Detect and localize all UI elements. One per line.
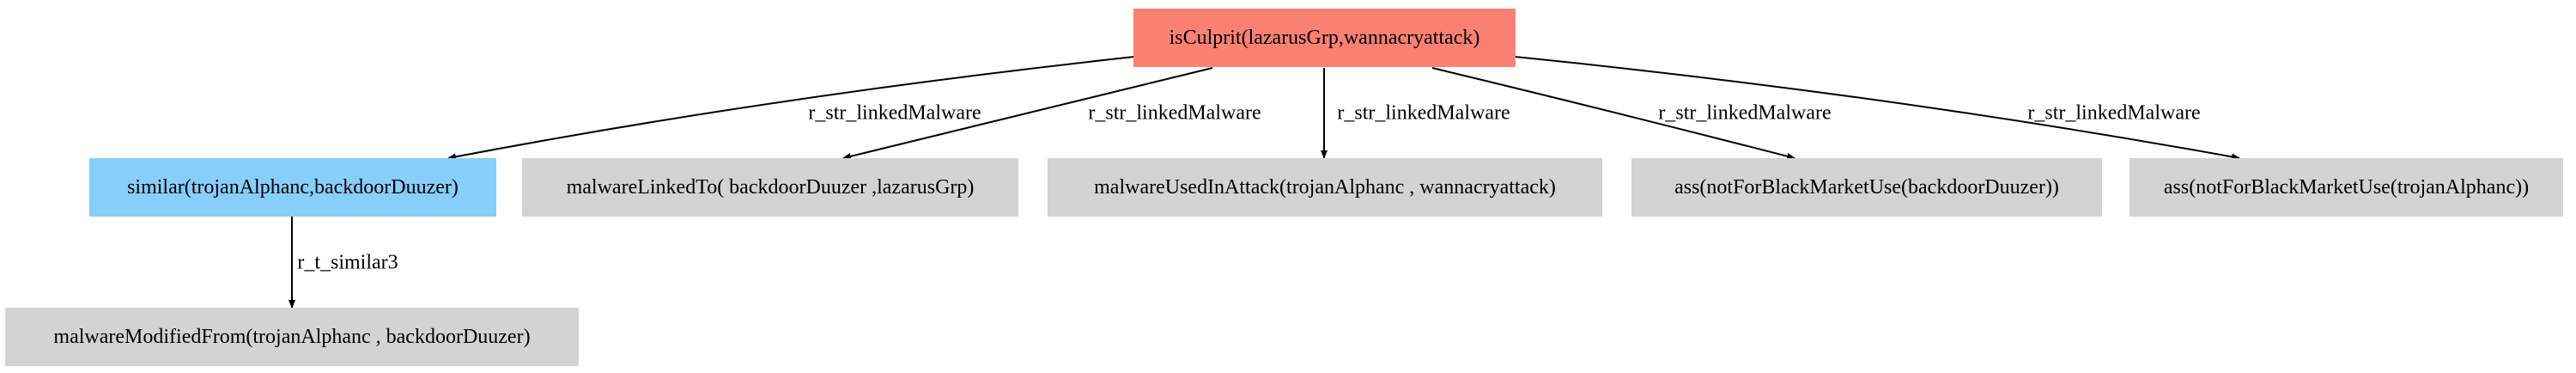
edge-label-similar: r_str_linkedMalware xyxy=(808,101,981,125)
edge-label-linked: r_str_linkedMalware xyxy=(1088,101,1261,125)
node-is-culprit: isCulprit(lazarusGrp,wannacryattack) xyxy=(1133,9,1516,67)
node-malware-linked-to: malwareLinkedTo( backdoorDuuzer ,lazarus… xyxy=(522,158,1018,217)
edge-label-ass-trojan: r_str_linkedMalware xyxy=(2027,101,2201,125)
node-malware-used-in-attack: malwareUsedInAttack(trojanAlphanc , wann… xyxy=(1048,158,1602,217)
node-ass-trojan: ass(notForBlackMarketUse(trojanAlphanc)) xyxy=(2129,158,2563,217)
edge-root-to-ass_backdoor xyxy=(1431,67,1795,160)
node-similar: similar(trojanAlphanc,backdoorDuuzer) xyxy=(89,158,496,217)
edge-root-to-ass_trojan xyxy=(1514,56,2240,161)
edge-label-similar3: r_t_similar3 xyxy=(297,251,398,274)
node-ass-backdoor: ass(notForBlackMarketUse(backdoorDuuzer)… xyxy=(1631,158,2102,217)
node-malware-modified-from: malwareModifiedFrom(trojanAlphanc , back… xyxy=(5,308,579,366)
edge-root-to-similar xyxy=(447,56,1135,161)
edge-label-ass-backdoor: r_str_linkedMalware xyxy=(1658,101,1832,125)
edge-label-used: r_str_linkedMalware xyxy=(1337,101,1510,125)
edge-root-to-linked xyxy=(842,67,1213,160)
